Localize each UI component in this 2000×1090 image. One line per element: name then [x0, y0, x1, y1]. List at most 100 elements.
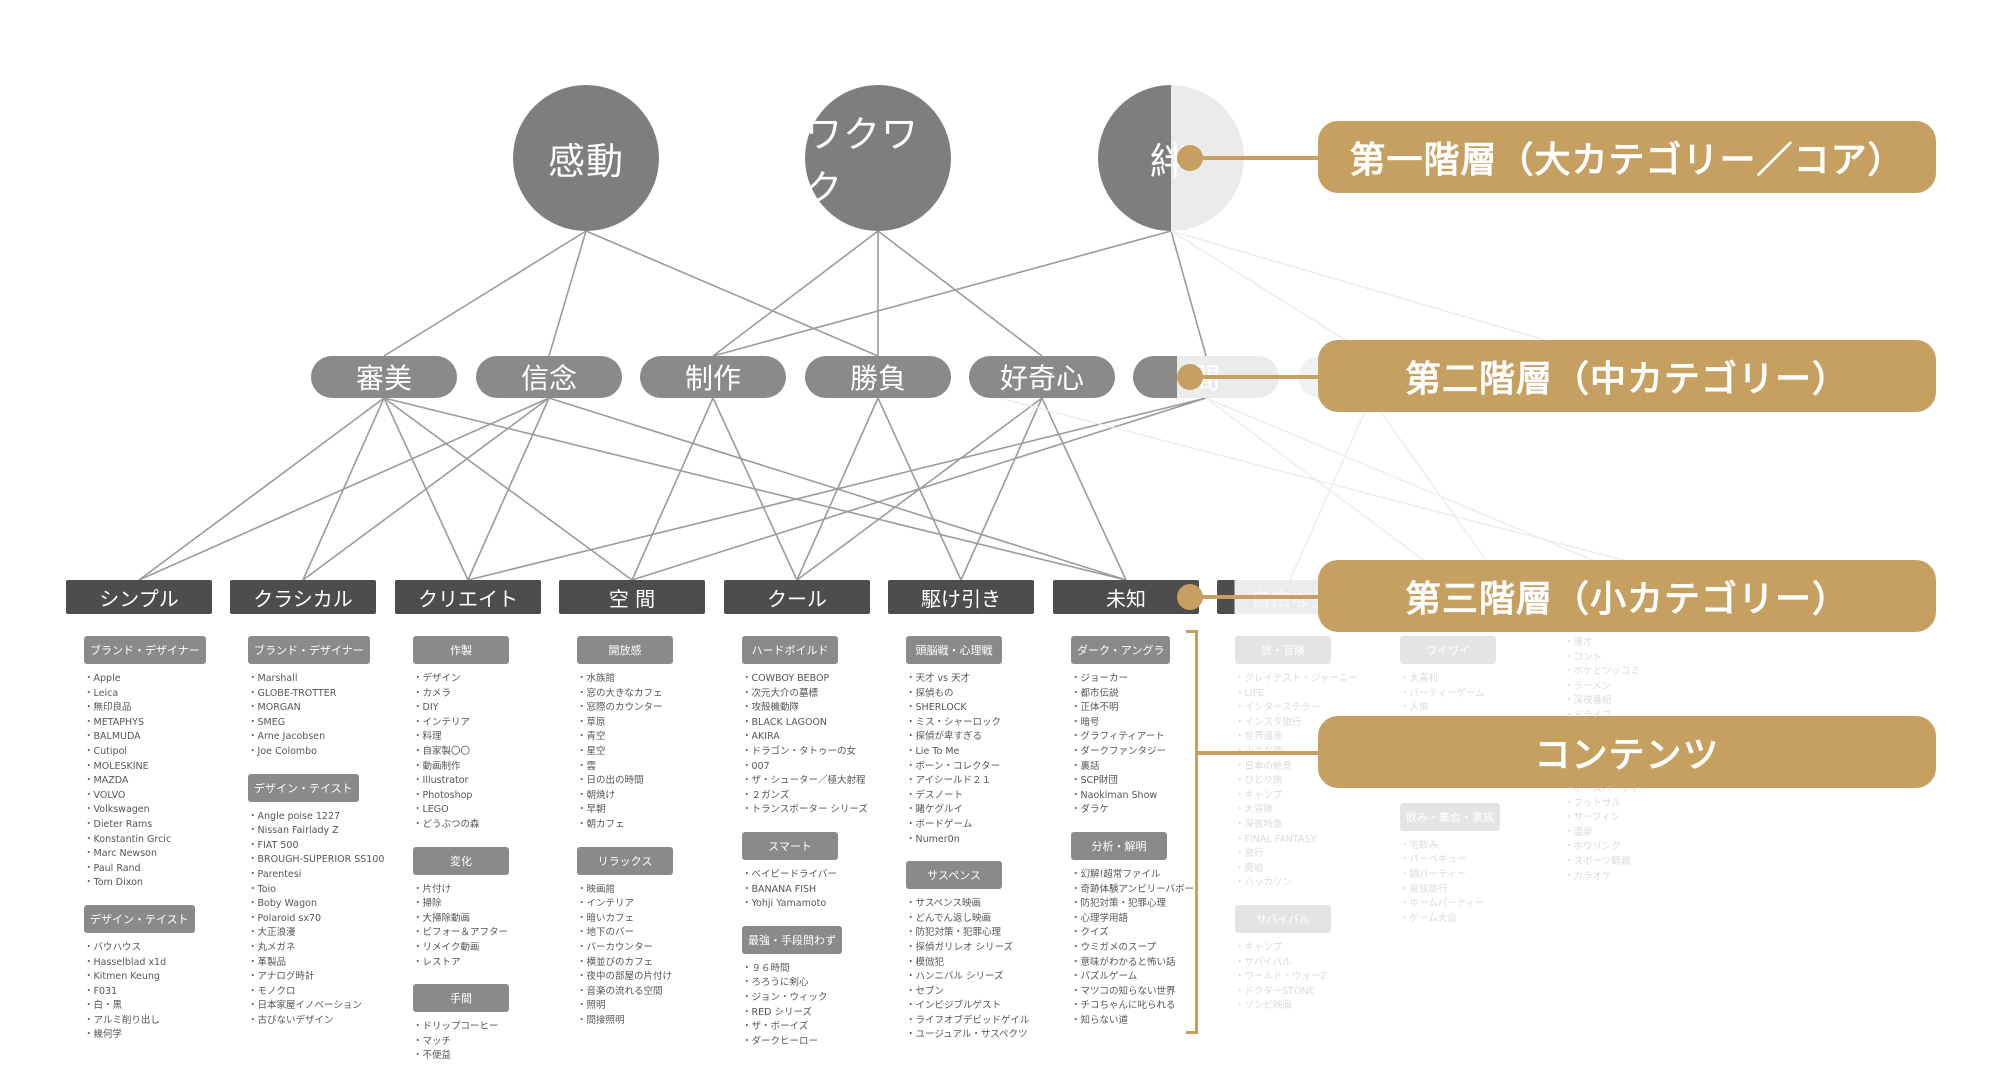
- content-item: 日本家屋イノベーション: [248, 999, 408, 1014]
- content-group: 飲み・集合・家族宅飲みバーベキュー鍋パーティー家族旅行ホームパーティーゲーム大会: [1400, 802, 1560, 927]
- tier3-node-michi: 未知: [1053, 580, 1199, 614]
- content-item: 日本の絶景: [1235, 760, 1395, 775]
- hierarchy-link: [1205, 397, 1641, 581]
- hierarchy-link: [1041, 397, 1127, 581]
- callout-connector-tier3: [1190, 595, 1320, 599]
- content-item: 大正浪漫: [248, 926, 408, 941]
- content-item: Joe Colombo: [248, 745, 408, 760]
- content-item: ジョーカー: [1071, 672, 1231, 687]
- content-item: 意味がわかると怖い話: [1071, 956, 1231, 971]
- content-item: Cutipol: [84, 745, 244, 760]
- content-item: ベイビードライバー: [742, 868, 902, 883]
- content-item-list: ドリップコーヒーマッチ不便益: [413, 1020, 573, 1064]
- content-item: Tom Dixon: [84, 876, 244, 891]
- content-item: GLOBE-TROTTER: [248, 687, 408, 702]
- content-item: 動画制作: [413, 760, 573, 775]
- content-item: 幾何学: [84, 1028, 244, 1043]
- content-group: スマートベイビードライバーBANANA FISHYohji Yamamoto: [742, 831, 902, 912]
- content-item: グラフィティアート: [1071, 730, 1231, 745]
- content-item: 掃除: [413, 897, 573, 912]
- content-item: 廃墟: [1235, 862, 1395, 877]
- content-group-title: デザイン・テイスト: [248, 773, 359, 802]
- tier3-node-create: クリエイト: [395, 580, 541, 614]
- content-item: 窓の大きなカフェ: [577, 687, 737, 702]
- callout-dot-tier3: [1177, 584, 1203, 610]
- content-item: サスペンス映画: [906, 897, 1066, 912]
- content-item: 横並びのカフェ: [577, 956, 737, 971]
- content-item: Illustrator: [413, 774, 573, 789]
- content-item: VOLVO: [84, 789, 244, 804]
- content-item: パーティーゲーム: [1400, 687, 1560, 702]
- content-column: 作製デザインカメラDIYインテリア料理自家製〇〇動画制作IllustratorP…: [413, 636, 573, 1078]
- contents-bracket: [1186, 630, 1198, 1034]
- content-item: Konstantin Grcic: [84, 833, 244, 848]
- tier1-node-wakuwaku: ワクワク: [805, 85, 951, 231]
- content-group: 頭脳戦・心理戦天才 vs 天才探偵ものSHERLOCKミス・シャーロック探偵が卑…: [906, 636, 1066, 847]
- content-group: ダーク・アングラジョーカー都市伝説正体不明暗号グラフィティアートダークファンタジ…: [1071, 636, 1231, 818]
- content-item: Dieter Rams: [84, 818, 244, 833]
- content-item: 水族館: [577, 672, 737, 687]
- hierarchy-link: [712, 230, 1172, 357]
- content-item: 都市伝説: [1071, 687, 1231, 702]
- content-item-list: Angle poise 1227Nissan Fairlady ZFIAT 50…: [248, 810, 408, 1029]
- content-group-title: スマート: [742, 831, 838, 860]
- content-item: DIY: [413, 701, 573, 716]
- content-item: ダークファンタジー: [1071, 745, 1231, 760]
- content-item: 幻解!超常ファイル: [1071, 868, 1231, 883]
- content-item: 世界遺産: [1235, 730, 1395, 745]
- content-item: ザ・シューター／極大射程: [742, 774, 902, 789]
- content-item: 料理: [413, 730, 573, 745]
- content-item: 片付け: [413, 883, 573, 898]
- tier1-node-kandou: 感動: [513, 85, 659, 231]
- content-item: 照明: [577, 999, 737, 1014]
- content-item: 天才 vs 天才: [906, 672, 1066, 687]
- tier2-node-seisaku: 制作: [640, 356, 786, 398]
- content-item: ハッカソン: [1235, 876, 1395, 891]
- tier3-node-classical: クラシカル: [230, 580, 376, 614]
- content-item-list: サスペンス映画どんでん返し映画防犯対策・犯罪心理探偵ガリレオ シリーズ模倣犯ハン…: [906, 897, 1066, 1043]
- content-group: 開放感水族館窓の大きなカフェ窓際のカウンター草原青空星空雲日の出の時間朝焼け早朝…: [577, 636, 737, 833]
- content-item: Naokiman Show: [1071, 789, 1231, 804]
- content-item: 朝カフェ: [577, 818, 737, 833]
- content-group: 変化片付け掃除大掃除動画ビフォー＆アフターリメイク動画レストア: [413, 846, 573, 971]
- content-item: ボケとツッコミ: [1564, 665, 1724, 680]
- content-item: ライフオブデビッドゲイル: [906, 1014, 1066, 1029]
- content-group-title: ブランド・デザイナー: [84, 636, 206, 664]
- content-group: ブランド・デザイナーAppleLeica無印良品METAPHYSBALMUDAC…: [84, 636, 244, 891]
- hierarchy-link: [631, 397, 1207, 581]
- content-item: BALMUDA: [84, 730, 244, 745]
- content-item: ハンニバル シリーズ: [906, 970, 1066, 985]
- content-item: 暗号: [1071, 716, 1231, 731]
- content-item: 朝焼け: [577, 789, 737, 804]
- content-item: BROUGH-SUPERIOR SS100: [248, 853, 408, 868]
- content-item-list: COWBOY BEBOP次元大介の墓標攻殻機動隊BLACK LAGOONAKIR…: [742, 672, 902, 818]
- content-item-list: 片付け掃除大掃除動画ビフォー＆アフターリメイク動画レストア: [413, 883, 573, 971]
- hierarchy-link: [960, 397, 1043, 581]
- content-item: ワールド・ウォーZ: [1235, 970, 1395, 985]
- hierarchy-link: [1170, 230, 1207, 357]
- content-item: パズルゲーム: [1071, 970, 1231, 985]
- hierarchy-link: [383, 230, 587, 357]
- hierarchy-link: [467, 397, 550, 581]
- content-item: AKIRA: [742, 730, 902, 745]
- content-item: SMEG: [248, 716, 408, 731]
- content-item-list: 天才 vs 天才探偵ものSHERLOCKミス・シャーロック探偵が卑すぎるLie …: [906, 672, 1066, 847]
- content-item: カラオケ: [1564, 870, 1724, 885]
- callout-dot-tier2: [1177, 364, 1203, 390]
- content-item: 日の出の時間: [577, 774, 737, 789]
- content-item: 攻殻機動隊: [742, 701, 902, 716]
- content-item: ドリップコーヒー: [413, 1020, 573, 1035]
- content-item: 大掃除動画: [413, 912, 573, 927]
- tier3-node-kuukan: 空 間: [559, 580, 705, 614]
- content-item: インテリア: [577, 897, 737, 912]
- content-item: バーベキュー: [1400, 853, 1560, 868]
- content-group-title: 分析・解明: [1071, 831, 1167, 860]
- content-item: バウハウス: [84, 941, 244, 956]
- content-item: Marshall: [248, 672, 408, 687]
- content-item: 裏話: [1071, 760, 1231, 775]
- content-item: 窓際のカウンター: [577, 701, 737, 716]
- content-item: METAPHYS: [84, 716, 244, 731]
- content-group-title: 頭脳戦・心理戦: [906, 636, 1002, 664]
- content-item: マッチ: [413, 1035, 573, 1050]
- content-item: アナログ時計: [248, 970, 408, 985]
